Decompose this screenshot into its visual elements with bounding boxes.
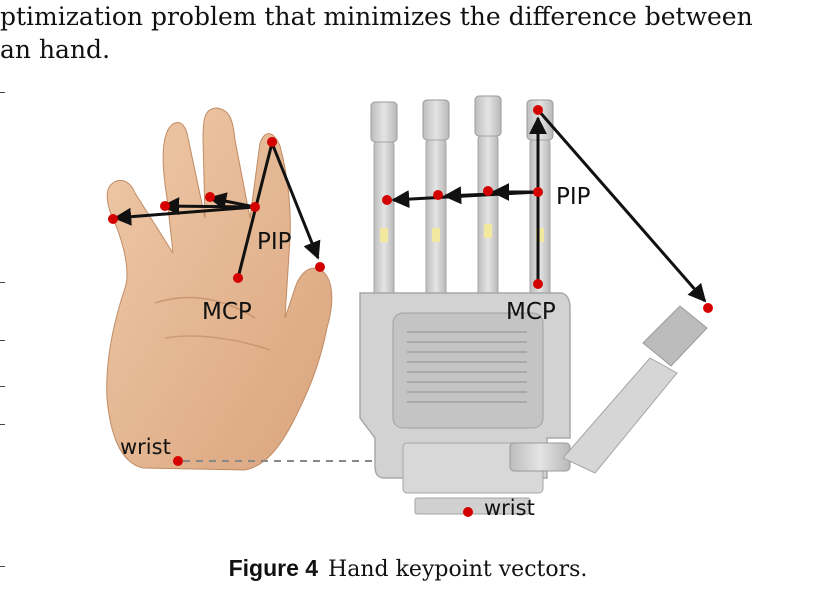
human-keypoint-finger-1 xyxy=(108,214,118,224)
human-keypoint-finger-3 xyxy=(205,192,215,202)
robot-label-wrist: wrist xyxy=(484,496,535,520)
robot-keypoint-finger-1 xyxy=(382,195,392,205)
robot-palm-plate xyxy=(393,313,543,428)
robot-hand: PIP MCP wrist xyxy=(360,96,713,520)
robot-keypoint-index-tip xyxy=(533,105,543,115)
human-keypoint-wrist xyxy=(173,456,183,466)
figure-caption: Figure 4 Hand keypoint vectors. xyxy=(0,553,816,585)
human-keypoint-finger-2 xyxy=(160,201,170,211)
human-keypoint-index-tip xyxy=(267,137,277,147)
human-hand-silhouette xyxy=(107,108,332,470)
human-keypoint-thumb-tip xyxy=(315,262,325,272)
robot-keypoint-thumb-tip xyxy=(703,303,713,313)
body-text-line-2: an hand. xyxy=(0,33,816,66)
robot-finger xyxy=(527,100,553,302)
margin-tick xyxy=(0,282,5,283)
human-keypoint-pip xyxy=(250,202,260,212)
margin-tick xyxy=(0,340,5,341)
human-hand: PIP MCP wrist xyxy=(107,108,332,470)
body-text: ptimization problem that minimizes the d… xyxy=(0,0,816,66)
robot-keypoint-pip xyxy=(533,187,543,197)
robot-finger xyxy=(423,100,449,302)
robot-keypoint-wrist xyxy=(463,507,473,517)
human-pip-vector-2 xyxy=(163,206,255,207)
margin-tick xyxy=(0,92,5,93)
robot-joint-accent xyxy=(484,224,492,238)
robot-keypoint-finger-2 xyxy=(433,190,443,200)
margin-tick xyxy=(0,424,5,425)
body-text-line-1: ptimization problem that minimizes the d… xyxy=(0,0,816,33)
robot-keypoint-mcp xyxy=(533,279,543,289)
caption-label: Figure 4 xyxy=(229,555,318,581)
human-label-pip: PIP xyxy=(257,229,292,255)
robot-keypoint-finger-3 xyxy=(483,186,493,196)
human-label-mcp: MCP xyxy=(202,299,252,325)
caption-text: Hand keypoint vectors. xyxy=(328,557,587,582)
robot-joint-accent xyxy=(380,228,388,242)
figure-svg: PIP MCP wrist xyxy=(95,88,725,528)
hand-keypoint-figure: PIP MCP wrist xyxy=(95,88,725,528)
robot-finger xyxy=(475,96,501,302)
robot-joint-accent xyxy=(432,228,440,242)
robot-label-mcp: MCP xyxy=(506,299,556,325)
human-keypoint-mcp xyxy=(233,273,243,283)
margin-tick xyxy=(0,386,5,387)
robot-label-pip: PIP xyxy=(556,184,591,210)
human-label-wrist: wrist xyxy=(120,435,171,459)
